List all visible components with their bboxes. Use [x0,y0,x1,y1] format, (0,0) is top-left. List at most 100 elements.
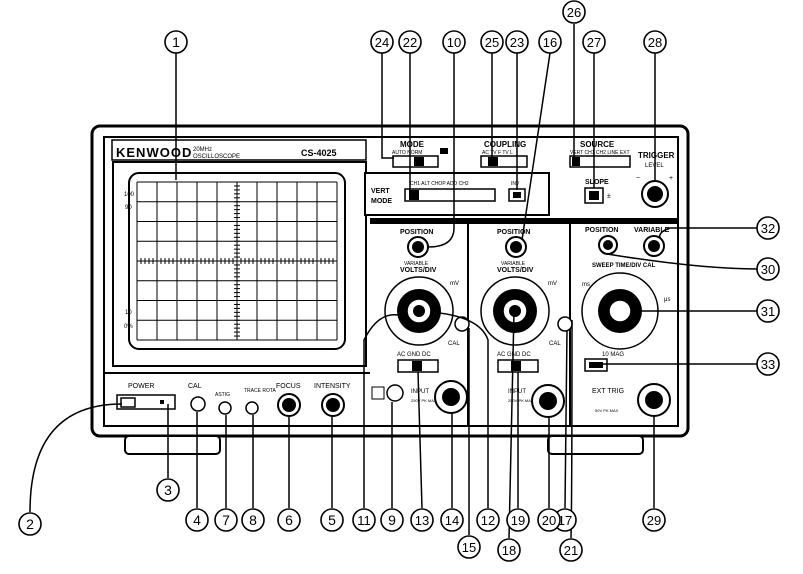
leader-10 [427,53,455,248]
leader-32 [658,227,757,239]
screen-label-0: 0% [124,324,133,330]
ch2-coupling-switch-knob [511,361,521,371]
right-foot [547,435,644,455]
callout-29: 29 [642,508,666,532]
h-position-label: POSITION [585,227,618,234]
callout-circle [398,30,422,54]
callout-circle [156,478,180,502]
callout-number: 19 [511,513,525,528]
callout-number: 29 [647,513,661,528]
callout-22: 22 [398,30,422,54]
trace-rota-control[interactable] [245,401,259,415]
ch1-probe-jack[interactable] [386,384,404,402]
callout-number: 4 [193,512,201,528]
source-switch-knob [572,157,580,166]
screen-label-10: 10 [125,310,132,316]
callout-number: 15 [462,540,476,555]
callout-31: 31 [756,299,780,323]
callout-number: 16 [543,35,557,50]
vert-mode-switch[interactable] [404,188,496,202]
callout-23: 23 [505,30,529,54]
callout-circle [642,508,666,532]
ch1-cal-knob[interactable] [454,316,470,332]
ch1-position-label: POSITION [400,229,433,236]
callout-number: 1 [172,34,180,50]
ch1-acgnddc-label: AC GND DC [397,352,431,358]
focus-label: FOCUS [276,383,301,390]
ch2-position-label: POSITION [497,229,530,236]
callout-number: 25 [485,35,499,50]
ch2-position-knob-inner [510,241,522,253]
callout-number: 20 [542,513,556,528]
ch1-coupling-switch-knob [412,361,422,371]
ch2-variable-knob-inner [509,305,521,317]
mag-button-inner [589,362,603,368]
callout-5: 5 [320,508,344,532]
callout-16: 16 [538,30,562,54]
h-variable-knob-inner [648,240,660,252]
callout-number: 3 [164,482,172,498]
callout-circle [380,508,404,532]
callout-21: 21 [559,538,583,562]
ch2-vmax-label: 250V PK MAX [508,398,534,403]
leader-18 [508,310,515,539]
callout-7: 7 [214,508,238,532]
leader-12 [429,311,489,508]
slope-symbols: ± [607,193,611,200]
sweep-variable-knob[interactable] [608,299,632,323]
cal-terminal[interactable] [190,396,206,412]
source-options: VERT CH1 CH2 LINE EXT [570,150,630,156]
callout-number: 22 [403,35,417,50]
inv-label: INV [511,181,520,187]
screen-label-90: 90 [125,205,132,211]
callout-circle [538,30,562,54]
callout-8: 8 [241,508,265,532]
callout-circle [185,508,209,532]
callout-number: 6 [285,512,293,528]
callout-10: 10 [442,30,466,54]
callout-circle [562,0,586,24]
power-label: POWER [128,383,154,390]
ch1-gnd-terminal [371,386,385,400]
ext-trig-bnc-inner [645,391,663,409]
astig-control[interactable] [218,401,232,415]
callout-number: 24 [375,35,389,50]
callout-13: 13 [410,508,434,532]
ch2-volts-div-label: VOLTS/DIV [497,267,534,274]
callout-circle [457,535,481,559]
callout-number: 13 [415,513,429,528]
h-position-knob-inner [603,240,613,250]
callout-number: 31 [761,304,775,319]
callout-circle [505,30,529,54]
callout-14: 14 [440,508,464,532]
model-name: CS-4025 [301,148,337,158]
slope-button-inner [589,191,599,200]
callout-12: 12 [476,508,500,532]
callout-number: 30 [761,262,775,277]
ext-trig-vmax-label: 50V PK MAX [595,408,619,413]
callout-20: 20 [537,508,561,532]
trigger-label: TRIGGER [638,151,675,160]
callout-19: 19 [506,508,530,532]
ch1-volts-div-label: VOLTS/DIV [400,267,437,274]
ch2-cal-knob[interactable] [557,316,573,332]
callout-number: 11 [357,513,371,528]
source-switch[interactable] [569,155,631,168]
callout-circle [241,508,265,532]
callout-number: 14 [445,513,459,528]
focus-knob-inner [282,398,296,412]
source-label: SOURCE [580,140,615,149]
ext-trig-label: EXT TRIG [592,388,624,395]
graticule [136,181,338,341]
callout-circle [442,30,466,54]
callout-25: 25 [480,30,504,54]
ch2-mv-label: mV [548,281,557,287]
brand-name: KENWOOD [116,145,192,160]
coupling-switch-knob [488,157,498,166]
power-switch-knob [120,397,136,408]
level-minus: − [636,175,640,182]
coupling-switch[interactable] [480,155,528,168]
sweep-time-label: SWEEP TIME/DIV CAL [592,263,656,269]
ch1-variable-label: VARIABLE [404,261,429,267]
callout-number: 18 [502,543,516,558]
